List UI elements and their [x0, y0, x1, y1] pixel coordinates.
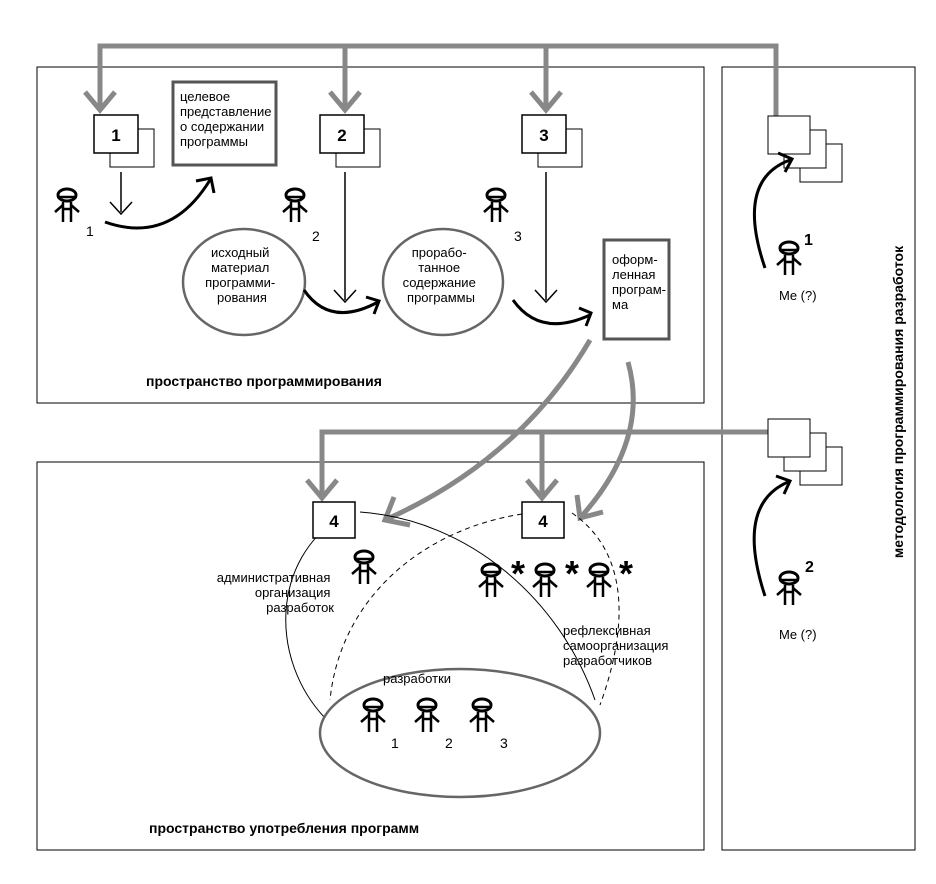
target-box: [171, 80, 278, 167]
developments-label: разработки: [383, 671, 451, 686]
developments-oval: [318, 667, 602, 799]
reflexive-selforganization-label: рефлексивная самоорганизация разработчик…: [563, 623, 672, 668]
formatted-program-text: оформ- ленная програм- ма: [612, 252, 670, 312]
programming-space-frame: [36, 66, 705, 404]
person-methodologist-2: [775, 570, 803, 607]
admin-contour-right: [359, 511, 596, 701]
worked-content-text: прорабо- танное содержание программы: [403, 245, 480, 305]
methodologist-2-index: 2: [805, 559, 814, 576]
development-2-index: 2: [445, 735, 453, 751]
stage-4-admin-box: 4: [312, 501, 356, 539]
stage-2-label: 2: [337, 126, 346, 145]
stage-4-reflexive-box: 4: [521, 501, 565, 539]
methodology-box-1: [767, 115, 843, 183]
person-programmer-3: [482, 187, 510, 224]
programmer-2-index: 2: [312, 228, 320, 244]
person-programmer-2: [281, 187, 309, 224]
me-label-1: Me (?): [779, 288, 817, 303]
admin-organization-label: административная организация разработок: [217, 570, 335, 615]
usage-space-frame: [36, 461, 705, 851]
development-3-index: 3: [500, 735, 508, 751]
stage-arrows: [109, 172, 558, 304]
methodology-frame: [721, 66, 916, 851]
usage-space-title: пространство употребления программ: [149, 820, 419, 836]
stage-1-label: 1: [111, 126, 120, 145]
reflexive-contour: [571, 512, 620, 706]
stage-2-box: 2: [319, 114, 381, 168]
source-material-text: исходный материал программи- рования: [205, 245, 279, 305]
formatted-program-box: [602, 238, 671, 341]
middle-distribution-arrows: [305, 338, 770, 528]
stage-3-box: 3: [521, 114, 583, 168]
stage-3-label: 3: [539, 126, 548, 145]
top-distribution-arrows: [83, 43, 779, 120]
worked-content-oval: [381, 227, 505, 337]
person-programmer-1: [53, 187, 81, 224]
transition-arrows: [104, 151, 795, 597]
source-material-oval: [181, 227, 307, 337]
target-box-text: целевое представление о содержании прогр…: [180, 89, 275, 149]
admin-contour: [285, 514, 344, 719]
stage-1-box: 1: [93, 114, 155, 168]
person-methodologist-1: [775, 240, 803, 277]
stage-4-admin-label: 4: [329, 512, 339, 531]
reflexive-contour-left: [329, 513, 523, 701]
methodology-title: методология программирования разработок: [890, 245, 906, 558]
programmer-1-index: 1: [86, 223, 94, 239]
star-b: *: [565, 553, 579, 594]
star-a: *: [511, 553, 525, 594]
person-developer-c: [585, 562, 613, 599]
me-label-2: Me (?): [779, 627, 817, 642]
methodology-box-2: [767, 418, 843, 486]
star-c: *: [619, 553, 633, 594]
programming-space-title: пространство программирования: [146, 373, 382, 389]
person-developer-a: [477, 562, 505, 599]
stage-4-reflexive-label: 4: [538, 512, 548, 531]
person-administrator: [350, 549, 378, 586]
programmer-3-index: 3: [514, 228, 522, 244]
development-1-index: 1: [391, 735, 399, 751]
methodologist-1-index: 1: [804, 232, 813, 249]
person-developer-b: [531, 562, 559, 599]
